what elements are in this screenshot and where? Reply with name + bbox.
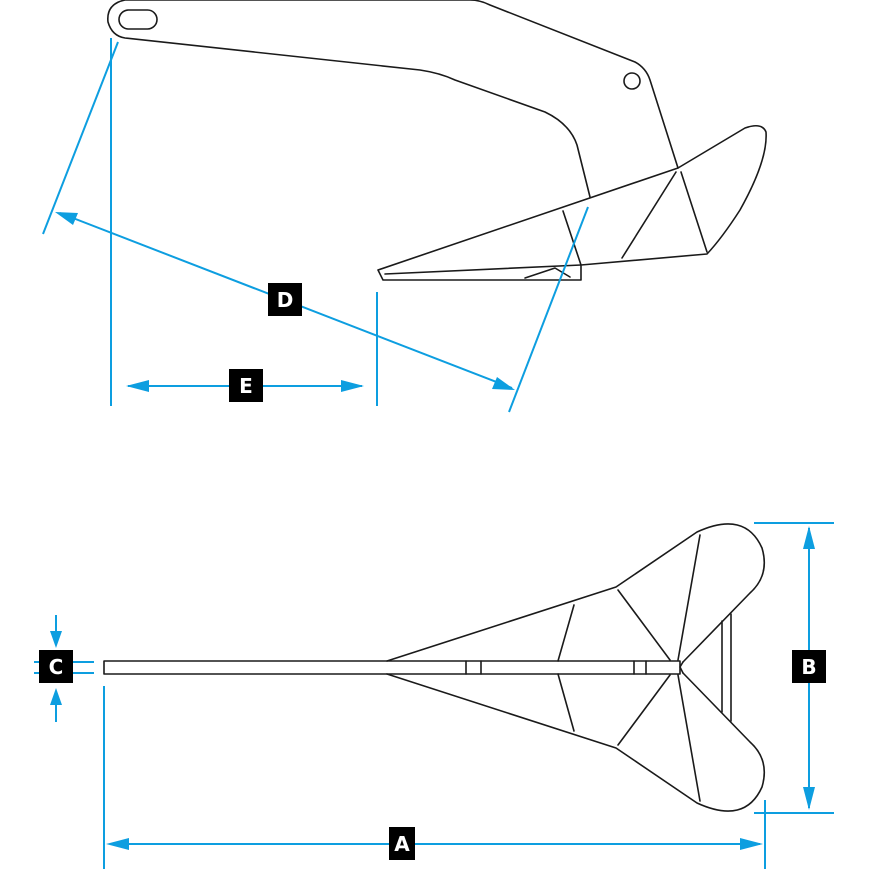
fluke-outline: [377, 124, 767, 281]
fluke-crease-2: [680, 171, 708, 253]
side-view-dimensions: [42, 38, 589, 413]
crease-upper-2: [617, 589, 671, 661]
fluke-tip-detail: [524, 267, 571, 279]
shank-outline: [107, 0, 679, 198]
arrowhead-e-right: [341, 380, 364, 392]
fluke-crease-3: [562, 210, 582, 266]
crease-lower-3: [677, 674, 701, 802]
anchor-side-view: [107, 0, 767, 281]
shank-bar: [103, 660, 681, 675]
crease-upper-3: [677, 534, 701, 661]
arrowhead-b-bottom: [803, 787, 815, 810]
arrowhead-e-left: [126, 380, 149, 392]
dimension-label-a: A: [389, 827, 415, 860]
arrowhead-b-top: [803, 526, 815, 549]
fluke-top-outline: [386, 523, 766, 812]
extension-line-d-right: [508, 206, 589, 413]
dimension-label-c: C: [39, 650, 73, 683]
arrowhead-c-top: [50, 631, 62, 648]
extension-line-d-left: [42, 41, 119, 235]
arrowhead-d-left: [55, 212, 78, 225]
arrowhead-c-bottom: [50, 688, 62, 705]
crease-upper-1: [557, 604, 575, 662]
crease-lower-2: [617, 674, 671, 746]
dimension-label-e: E: [229, 369, 263, 402]
tripping-hole: [623, 72, 641, 90]
dimension-label-d: D: [268, 283, 302, 316]
fluke-inner-line: [384, 264, 582, 275]
fluke-center-notch: [679, 661, 684, 674]
fluke-crease-1: [621, 171, 677, 259]
arrowhead-d-right: [492, 377, 515, 390]
top-view-dimensions: [34, 522, 834, 869]
crease-lower-1: [557, 673, 575, 732]
shackle-slot: [118, 9, 158, 30]
arrowhead-a-right: [740, 838, 763, 850]
arrowhead-a-left: [106, 838, 129, 850]
dimension-label-b: B: [792, 650, 826, 683]
anchor-top-view: [103, 523, 766, 812]
